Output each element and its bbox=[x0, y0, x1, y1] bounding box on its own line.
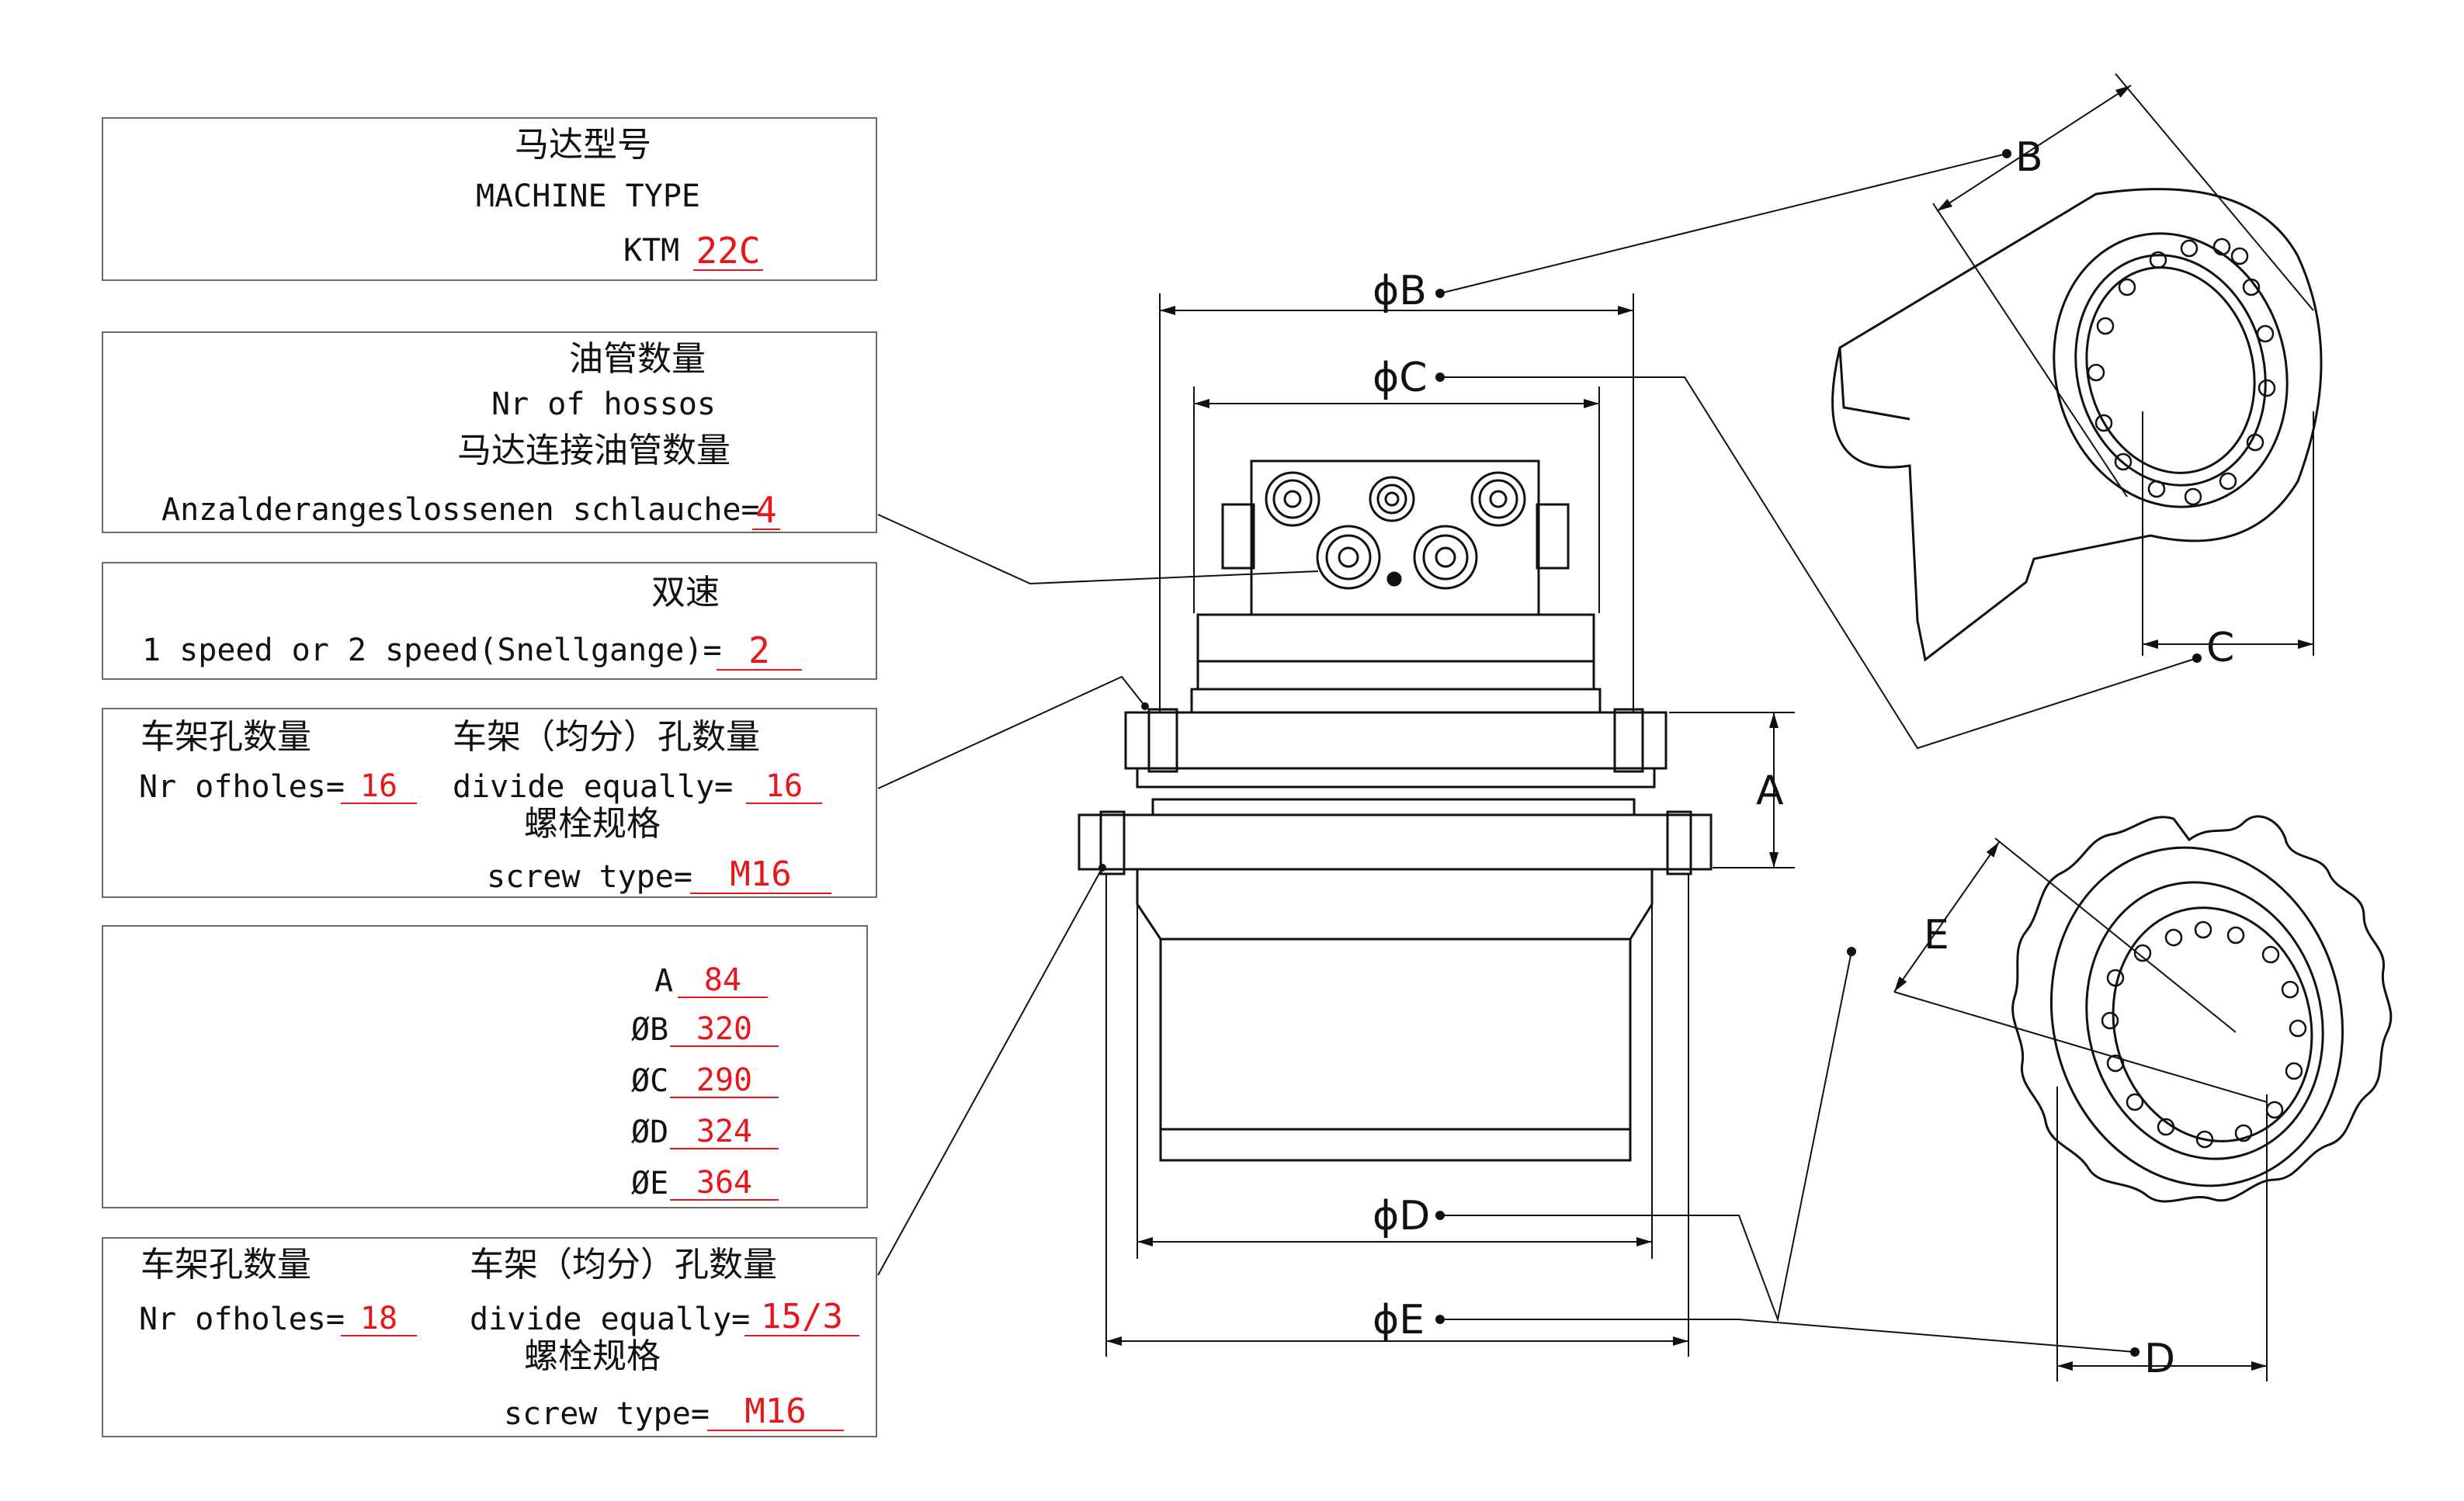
screw-type-value: M16 bbox=[690, 856, 831, 895]
label-a: A bbox=[1756, 768, 1784, 814]
hoses-label: Anzalderangeslossenen schlauche= bbox=[161, 492, 760, 528]
frame-holes-box-1: 车架孔数量 车架（均分）孔数量 Nr ofholes= 16 divide eq… bbox=[102, 708, 877, 898]
frame-holes-value: 18 bbox=[341, 1302, 417, 1336]
label-d: D bbox=[2144, 1336, 2175, 1382]
bolt-spec-cn: 螺栓规格 bbox=[524, 804, 661, 844]
callout-leaders bbox=[1439, 153, 2198, 1353]
dimension-label: ØC bbox=[631, 1063, 669, 1099]
dimension-label: ØB bbox=[631, 1012, 669, 1048]
hoses-value: 4 bbox=[752, 491, 780, 531]
frame-divide-label: divide equally= bbox=[470, 1302, 751, 1337]
hoses-title-cn: 油管数量 bbox=[569, 339, 706, 379]
label-phi-e: ϕE bbox=[1373, 1297, 1425, 1343]
screw-type-value: M16 bbox=[707, 1393, 844, 1432]
dimension-label: A bbox=[654, 963, 674, 999]
label-b: B bbox=[2015, 134, 2043, 181]
frame-divide-label: divide equally= bbox=[453, 769, 734, 805]
frame-divide-value: 15/3 bbox=[744, 1298, 859, 1337]
bolt-spec-cn: 螺栓规格 bbox=[524, 1336, 661, 1376]
frame-bracket-isometric bbox=[1831, 73, 2323, 662]
dimension-label: ØD bbox=[631, 1114, 669, 1150]
dimension-value: 324 bbox=[670, 1115, 779, 1149]
frame-holes-box-2: 车架孔数量 车架（均分）孔数量 Nr ofholes= 18 divide eq… bbox=[102, 1237, 877, 1437]
frame-holes-label: Nr ofholes= bbox=[139, 1302, 345, 1337]
machine-type-title-en: MACHINE TYPE bbox=[476, 179, 700, 214]
speed-title-cn: 双速 bbox=[651, 573, 720, 612]
dimension-lines bbox=[1105, 293, 1795, 1357]
machine-model-value: 22C bbox=[693, 232, 763, 272]
hoses-box: 油管数量 Nr of hossos 马达连接油管数量 Anzalderanges… bbox=[102, 331, 877, 533]
label-phi-d: ϕD bbox=[1373, 1193, 1430, 1239]
screw-type-label: screw type= bbox=[504, 1396, 710, 1432]
dimension-value: 84 bbox=[678, 964, 768, 998]
motor-front-view bbox=[1078, 459, 1713, 1162]
dimension-value: 290 bbox=[670, 1064, 779, 1098]
speed-label: 1 speed or 2 speed(Snellgange)= bbox=[142, 633, 722, 668]
leader-lines bbox=[877, 514, 1319, 1276]
hoses-title-en: Nr of hossos bbox=[491, 387, 716, 422]
machine-type-title-cn: 马达型号 bbox=[515, 125, 651, 165]
machine-model-prefix: KTM bbox=[623, 233, 680, 269]
dimension-value: 320 bbox=[670, 1013, 779, 1047]
sprocket-isometric bbox=[1893, 815, 2393, 1381]
frame-divide-cn: 车架（均分）孔数量 bbox=[470, 1245, 777, 1284]
callout-dots bbox=[1098, 149, 2202, 1357]
screw-type-label: screw type= bbox=[487, 859, 692, 895]
sprocket-bolt-holes bbox=[2101, 920, 2307, 1149]
dimensions-box: A 84 ØB 320 ØC 290 ØD 324 ØE 364 bbox=[102, 925, 868, 1208]
frame-divide-cn: 车架（均分）孔数量 bbox=[453, 717, 760, 757]
speed-box: 双速 1 speed or 2 speed(Snellgange)= 2 bbox=[102, 562, 877, 680]
frame-holes-label: Nr ofholes= bbox=[139, 769, 345, 805]
frame-holes-value: 16 bbox=[341, 770, 417, 804]
label-e: E bbox=[1924, 912, 1949, 958]
dimension-label: ØE bbox=[631, 1166, 669, 1201]
frame-holes-cn: 车架孔数量 bbox=[141, 1245, 311, 1284]
frame-divide-value: 16 bbox=[746, 770, 822, 804]
dimension-labels: ϕB ϕC ϕD ϕE A B C D E bbox=[1373, 134, 2234, 1382]
speed-value: 2 bbox=[717, 632, 802, 671]
hoses-subtitle-cn: 马达连接油管数量 bbox=[457, 431, 731, 470]
label-phi-c: ϕC bbox=[1373, 355, 1428, 401]
label-c: C bbox=[2206, 625, 2234, 671]
bracket-bolt-holes bbox=[2087, 237, 2276, 506]
frame-holes-cn: 车架孔数量 bbox=[141, 717, 311, 757]
label-phi-b: ϕB bbox=[1373, 268, 1427, 314]
dimension-value: 364 bbox=[670, 1166, 779, 1201]
machine-type-box: 马达型号 MACHINE TYPE KTM 22C bbox=[102, 117, 877, 281]
